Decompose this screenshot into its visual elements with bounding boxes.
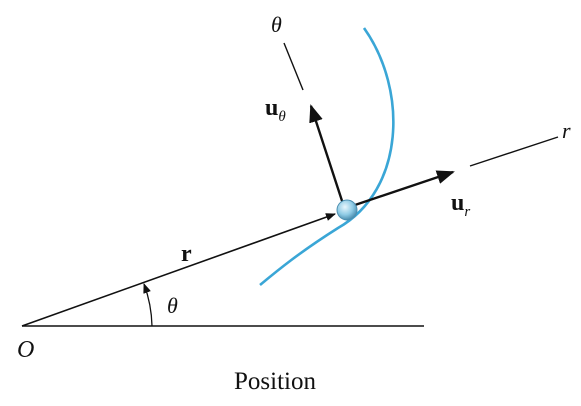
u-theta-label-main: u xyxy=(265,95,278,121)
u-r-label-main: u xyxy=(451,190,464,216)
particle-path-curve xyxy=(259,27,395,286)
position-vector-r xyxy=(21,213,336,327)
angle-label: θ xyxy=(167,293,178,318)
particle xyxy=(336,199,358,221)
u-r-label: ur xyxy=(451,190,470,220)
r-axis-label: r xyxy=(562,118,571,143)
u-r-label-sub: r xyxy=(464,204,470,220)
r-axis-line xyxy=(469,136,559,167)
caption: Position xyxy=(234,368,316,395)
u-theta-label-sub: θ xyxy=(278,109,286,125)
theta-axis-label: θ xyxy=(271,12,282,37)
origin-label: O xyxy=(17,337,34,363)
theta-angle-arc xyxy=(143,283,153,327)
position-vector-label: r xyxy=(181,241,192,267)
u-r-vector xyxy=(348,170,455,209)
u-theta-label: uθ xyxy=(265,95,286,125)
theta-axis-line xyxy=(283,42,304,91)
u-theta-vector xyxy=(309,104,347,211)
